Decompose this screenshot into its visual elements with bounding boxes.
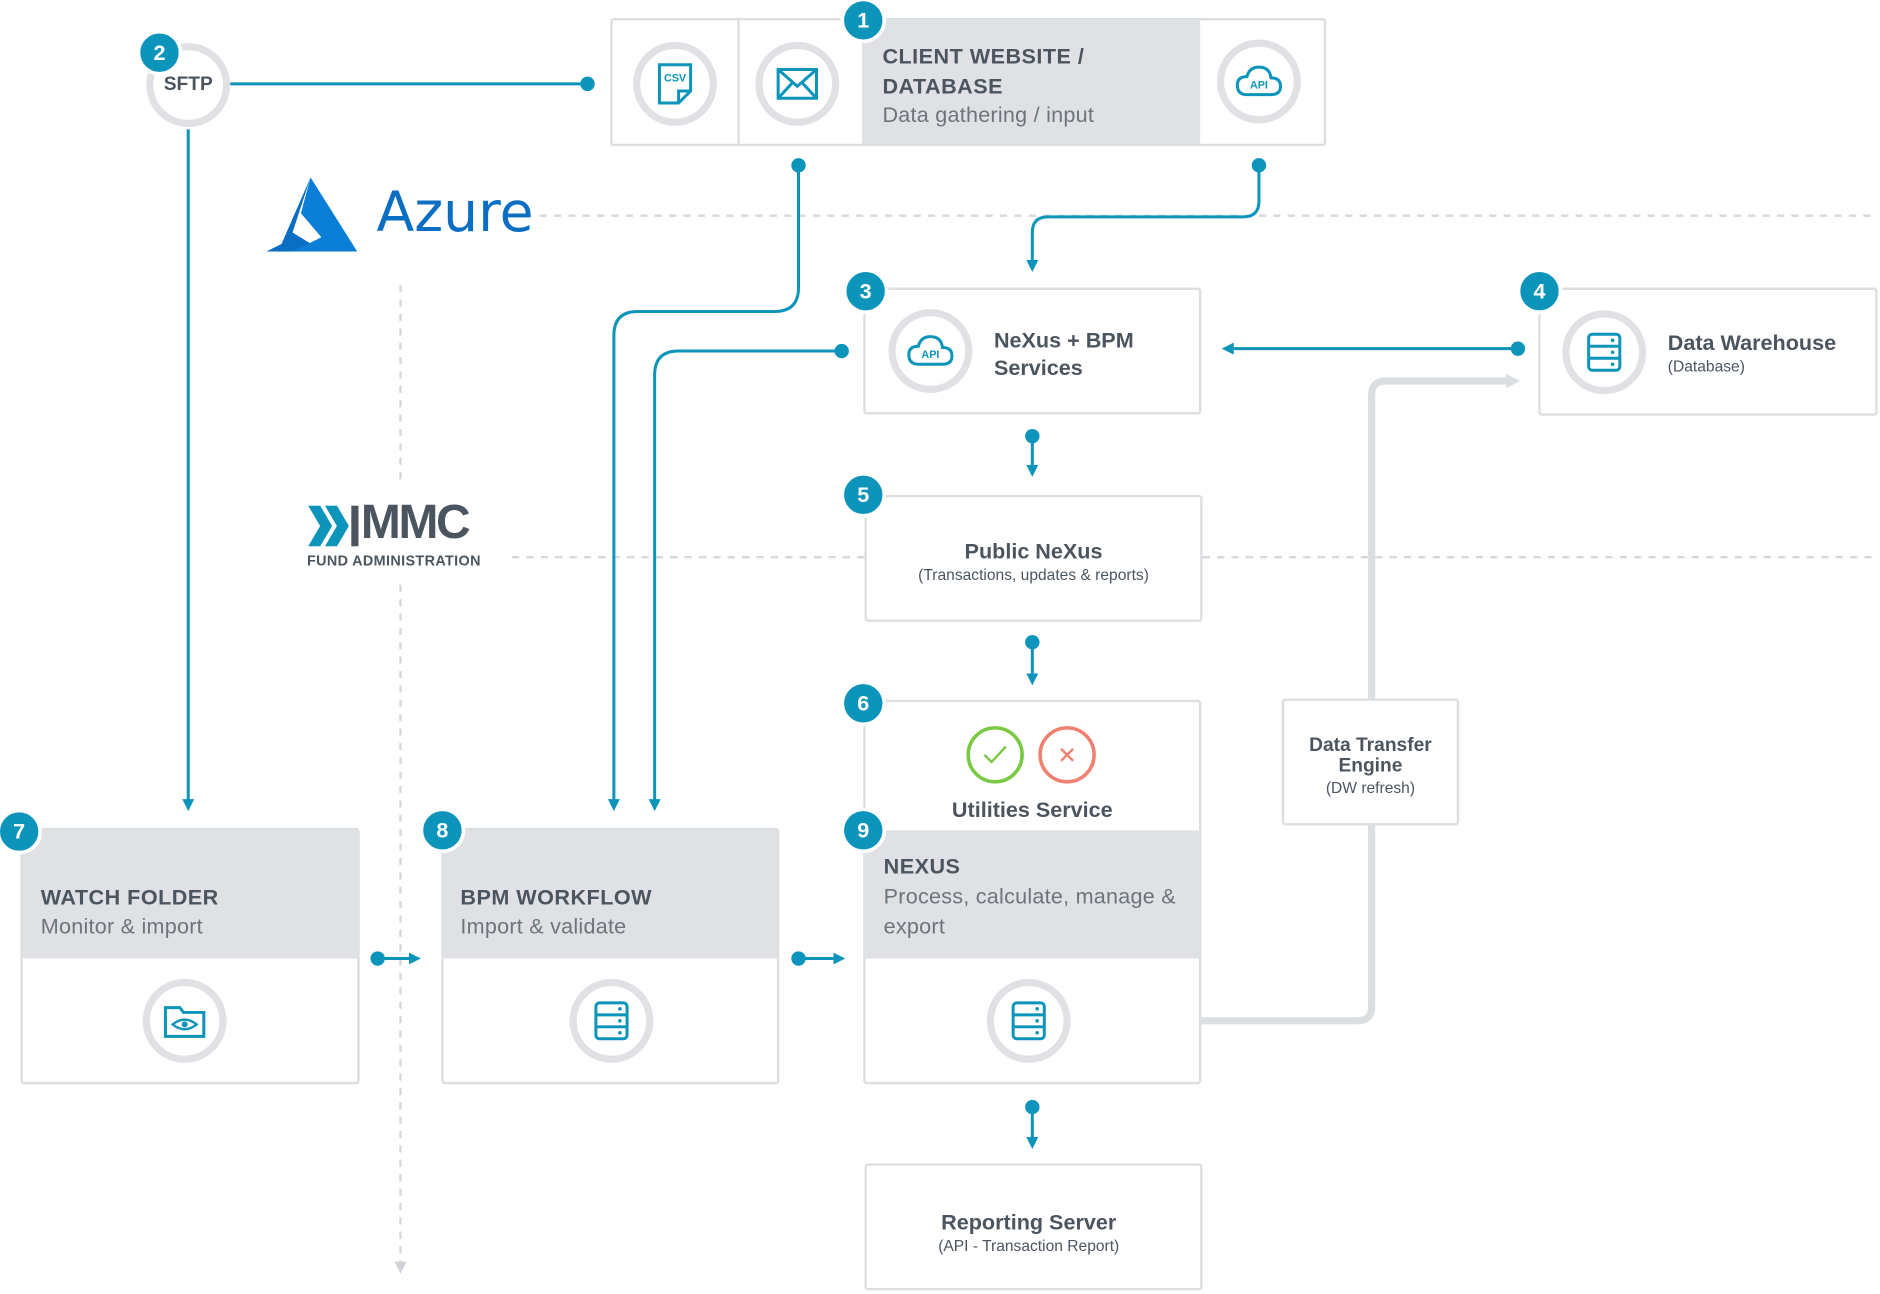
warehouse-subtitle: (Database) [1667,357,1745,376]
sftp-label: SFTP [163,74,213,95]
client-subtitle: Data gathering / input [882,103,1095,128]
bpm-server-icon [569,978,654,1063]
badge-1: 1 [840,0,887,44]
api-cloud-icon[interactable]: API [1216,39,1301,124]
public-nexus-box[interactable]: Public NeXus (Transactions, updates & re… [864,494,1203,622]
utilities-title: Utilities Service [951,797,1113,822]
nexus-subtitle-line2: export [883,914,946,939]
watch-folder-box[interactable]: WATCH FOLDER Monitor & import [20,827,360,1085]
badge-7: 7 [0,808,42,855]
database-icon [1562,310,1647,395]
client-api-label: API [1250,80,1268,92]
client-title-line1: CLIENT WEBSITE / [882,44,1085,69]
badge-2: 2 [136,29,183,76]
badge-9: 9 [840,807,887,854]
public-nexus-title: Public NeXus [964,539,1103,564]
mmc-sublabel: FUND ADMINISTRATION [306,552,481,570]
nexus-api-label: API [921,349,939,361]
azure-label: Azure [376,179,534,245]
client-website-box[interactable]: CLIENT WEBSITE / DATABASE Data gathering… [610,17,1327,147]
api-nexus-link [1026,165,1261,272]
nexus-bpm-link [648,349,842,812]
nexus-bpm-line1: NeXus + BPM [993,328,1134,353]
watch-folder-title: WATCH FOLDER [40,885,219,910]
nexus-bpm-line2: Services [993,355,1083,380]
nexus-header-bg [865,830,1199,959]
dte-subtitle: (DW refresh) [1325,778,1416,797]
badge-4: 4 [1516,268,1563,314]
nexus-subtitle-line1: Process, calculate, manage & [883,884,1176,909]
reporting-server-box[interactable]: Reporting Server (API - Transaction Repo… [864,1163,1203,1291]
csv-icon[interactable]: CSV [633,41,717,126]
warehouse-title: Data Warehouse [1667,330,1837,355]
mmc-label: MMC [360,496,471,549]
bpm-workflow-subtitle: Import & validate [460,914,627,939]
cross-icon [1038,726,1096,784]
badge-3: 3 [842,268,889,314]
azure-logo: Azure [266,177,534,252]
dte-line1: Data Transfer [1309,735,1432,757]
nexus-api-cloud-icon: API [888,309,973,393]
reporting-subtitle: (API - Transaction Report) [938,1236,1120,1255]
azure-logo-icon [266,177,358,252]
csv-icon-label: CSV [664,72,687,84]
mmc-logo: MMC FUND ADMINISTRATION [306,496,498,573]
bpm-header-bg [443,830,777,959]
mmc-chevron-icon [308,505,359,547]
nexus-title: NEXUS [883,854,961,879]
badge-6: 6 [840,680,887,727]
bpm-workflow-title: BPM WORKFLOW [460,885,652,910]
email-bpm-link [607,165,801,812]
reporting-title: Reporting Server [941,1210,1117,1235]
public-nexus-subtitle: (Transactions, updates & reports) [918,565,1149,584]
badge-8: 8 [419,807,466,854]
client-header-bg [862,20,1201,144]
check-icon [966,726,1024,784]
data-transfer-engine-box[interactable]: Data Transfer Engine (DW refresh) [1281,698,1460,826]
dte-line2: Engine [1338,756,1403,777]
client-divider [737,20,740,144]
nexus-server-icon [986,978,1071,1063]
watch-header-bg [22,830,358,959]
watch-folder-subtitle: Monitor & import [40,914,203,939]
email-icon[interactable] [755,41,840,126]
bpm-workflow-box[interactable]: BPM WORKFLOW Import & validate [441,827,780,1085]
folder-eye-icon [142,978,227,1063]
client-title-line2: DATABASE [882,74,1003,99]
badge-5: 5 [840,472,887,518]
